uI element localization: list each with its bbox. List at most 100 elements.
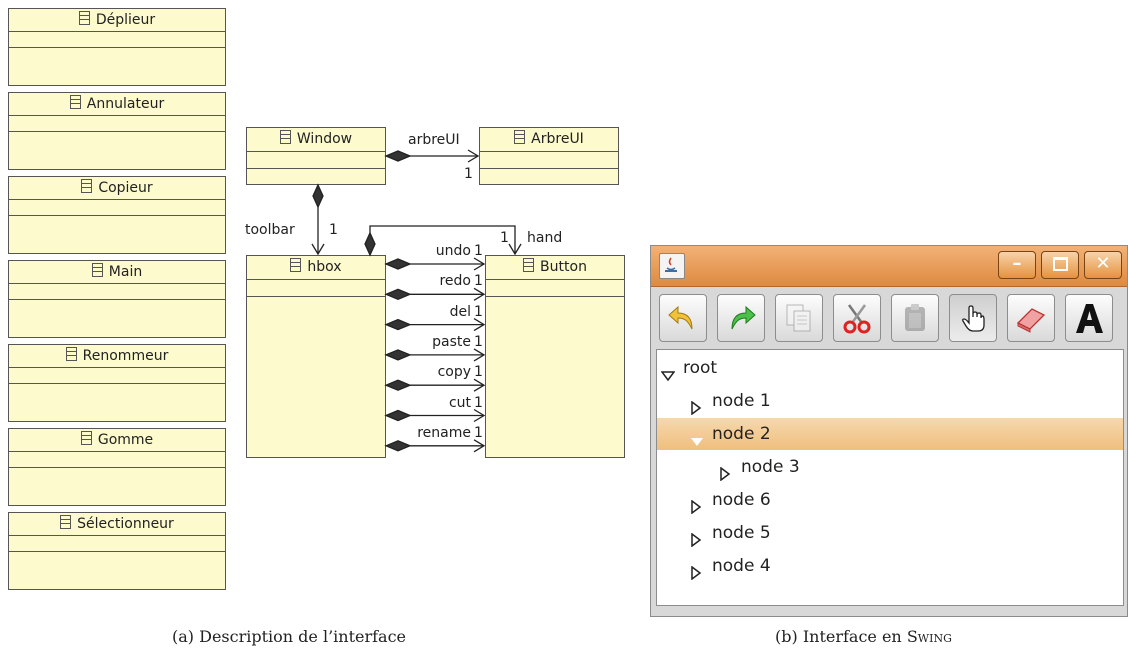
class-icon <box>91 263 103 277</box>
tree-node[interactable]: node 3 <box>657 451 1123 483</box>
role-undo: undo <box>435 243 471 259</box>
paste-button[interactable] <box>891 294 939 342</box>
redo-button[interactable] <box>717 294 765 342</box>
class-window: Window <box>246 127 386 185</box>
expanded-triangle-icon[interactable] <box>660 361 676 393</box>
mult-toolbar: 1 <box>329 222 338 238</box>
collapsed-triangle-icon[interactable] <box>690 559 702 591</box>
class-name: ArbreUI <box>531 131 584 147</box>
copy-button[interactable] <box>775 294 823 342</box>
tree-node[interactable]: node 5 <box>657 517 1123 549</box>
tree-node[interactable]: node 1 <box>657 385 1123 417</box>
tree-node[interactable]: node 4 <box>657 550 1123 582</box>
mult-arbreui: 1 <box>464 166 473 182</box>
font-button[interactable] <box>1065 294 1113 342</box>
caption-a: (a) Description de l’interface <box>172 627 407 646</box>
paste-icon <box>905 304 925 331</box>
class-button: Button <box>485 255 625 458</box>
font-icon <box>1076 304 1103 333</box>
role-toolbar: toolbar <box>245 222 295 238</box>
copy-icon <box>786 304 811 332</box>
collapsed-triangle-icon[interactable] <box>690 394 702 426</box>
tree-view[interactable]: root node 1 node 2 node 3 node 6 node 5 node 4 <box>656 349 1124 606</box>
undo-button[interactable] <box>659 294 707 342</box>
mult-undo: 1 <box>474 243 483 259</box>
hand-icon <box>962 305 985 332</box>
cut-button[interactable] <box>833 294 881 342</box>
tree-node[interactable]: node 6 <box>657 484 1123 516</box>
role-hand: hand <box>527 230 563 246</box>
arrow-head <box>473 287 486 301</box>
class-name: Sélectionneur <box>77 516 174 532</box>
maximize-button[interactable] <box>1041 251 1079 279</box>
composition-diamond <box>384 288 412 301</box>
arrow-head <box>311 243 325 256</box>
arrow-head <box>467 149 480 163</box>
mult-rename: 1 <box>474 424 483 441</box>
class-name: Déplieur <box>95 12 156 28</box>
tree-node-label: node 1 <box>712 391 771 411</box>
class-name: Button <box>540 259 587 275</box>
composition-diamond <box>384 349 412 361</box>
class-name: Copieur <box>98 180 153 196</box>
class-name: Window <box>296 131 353 147</box>
minimize-button[interactable]: – <box>998 251 1036 279</box>
eraser-button[interactable] <box>1007 294 1055 342</box>
class-icon <box>65 347 77 361</box>
expanded-triangle-icon[interactable] <box>690 427 704 459</box>
role-rename: rename <box>417 424 471 441</box>
hand-button[interactable] <box>949 294 997 342</box>
class-hbox: hbox <box>246 255 386 458</box>
maximize-icon <box>1052 257 1068 271</box>
eraser-icon <box>1016 308 1046 333</box>
composition-diamond <box>312 183 324 209</box>
close-button[interactable]: ✕ <box>1084 251 1122 279</box>
tree-node-label: node 5 <box>712 523 771 543</box>
class-icon <box>279 130 291 144</box>
class-icon <box>290 258 302 272</box>
class-name: Main <box>108 264 143 280</box>
java-icon <box>659 253 685 279</box>
class-box: Sélectionneur <box>8 512 226 590</box>
role-del: del <box>449 303 471 320</box>
class-icon <box>78 11 90 25</box>
arrow-head <box>473 408 486 423</box>
class-name: Annulateur <box>86 96 165 112</box>
mult-del: 1 <box>474 303 483 320</box>
collapsed-triangle-icon[interactable] <box>719 460 731 492</box>
class-box: Main <box>8 260 226 338</box>
redo-icon <box>731 305 756 330</box>
collapsed-triangle-icon[interactable] <box>690 493 702 525</box>
arrow-head <box>473 318 486 332</box>
title-bar[interactable]: – ✕ <box>651 246 1127 287</box>
arrow-head <box>473 257 486 271</box>
swing-window: – ✕ root node 1 node 2 node 3 node 6 node 5 no… <box>650 245 1128 617</box>
class-box: Renommeur <box>8 344 226 422</box>
class-icon <box>81 179 93 193</box>
class-box: Déplieur <box>8 8 226 86</box>
tree-node-label: root <box>683 358 718 378</box>
composition-diamond <box>384 409 412 422</box>
composition-diamond <box>384 258 412 270</box>
mult-paste: 1 <box>474 333 483 350</box>
composition-diamond <box>384 150 412 162</box>
arrow-head <box>473 348 486 362</box>
role-copy: copy <box>437 364 471 381</box>
class-box: Copieur <box>8 176 226 254</box>
class-box: Annulateur <box>8 92 226 170</box>
tree-node-label: node 6 <box>712 490 771 510</box>
collapsed-triangle-icon[interactable] <box>690 526 702 558</box>
class-icon <box>60 515 72 529</box>
mult-redo: 1 <box>474 273 483 290</box>
class-icon <box>523 258 535 272</box>
arrow-head <box>473 439 486 453</box>
mult-hand: 1 <box>500 230 509 246</box>
arrow-head <box>508 243 522 256</box>
tree-node[interactable]: node 2 <box>657 418 1123 450</box>
mult-cut: 1 <box>474 394 483 411</box>
tree-node-label: node 2 <box>712 424 771 444</box>
role-cut: cut <box>448 394 471 411</box>
class-name: Gomme <box>97 432 154 448</box>
tree-node[interactable]: root <box>657 352 1123 384</box>
composition-diamond <box>384 318 412 331</box>
